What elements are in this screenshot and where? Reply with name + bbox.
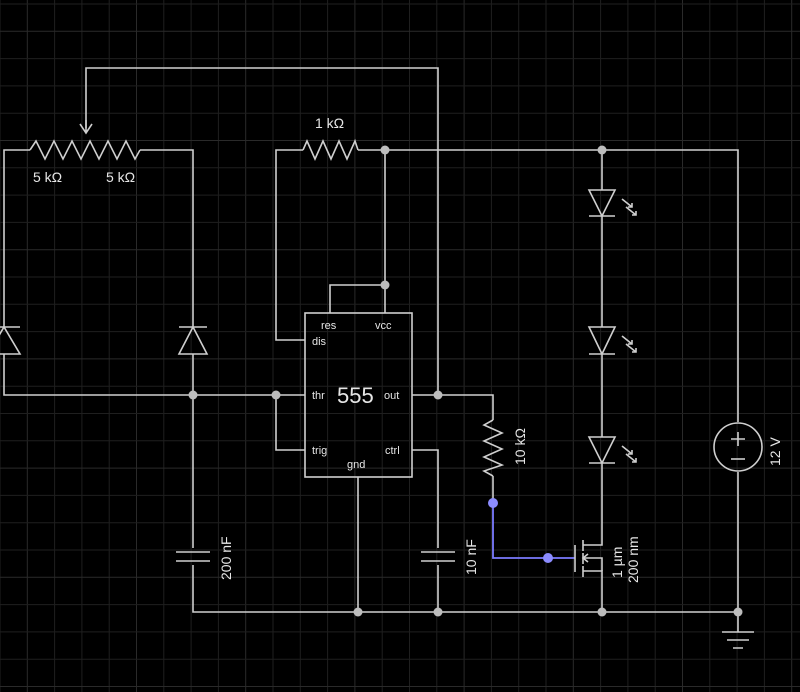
pot-right-label: 5 kΩ <box>106 169 135 185</box>
wire-vcc-top[interactable] <box>358 149 739 422</box>
voltage-source-label: 12 V <box>767 437 783 466</box>
node-vcc[interactable] <box>380 145 390 155</box>
led-3[interactable] <box>587 436 637 465</box>
wire-out[interactable] <box>412 394 494 420</box>
ic-name: 555 <box>337 383 374 408</box>
node-thr[interactable] <box>271 390 281 400</box>
capacitor-200nf[interactable] <box>176 551 210 562</box>
node-gnd-555[interactable] <box>353 607 363 617</box>
capacitor-10nf-label: 10 nF <box>463 539 479 575</box>
wire-ground-bus[interactable] <box>192 565 738 613</box>
capacitor-10nf[interactable] <box>421 551 455 562</box>
resistor-1k[interactable] <box>302 138 359 161</box>
resistor-1k-label: 1 kΩ <box>315 115 344 131</box>
led-2[interactable] <box>587 326 637 356</box>
wire-dis[interactable] <box>275 149 305 341</box>
pin-gnd: gnd <box>347 459 365 471</box>
timer-555-ic[interactable] <box>304 312 413 478</box>
node-out[interactable] <box>433 390 443 400</box>
wire-pot-left[interactable] <box>3 149 30 327</box>
node-gnd-ctrl[interactable] <box>433 607 443 617</box>
plus-icon <box>731 432 745 446</box>
pin-out: out <box>384 390 399 402</box>
pin-thr: thr <box>312 390 325 402</box>
wire-trig[interactable] <box>275 395 305 451</box>
wire-pot-right[interactable] <box>140 149 194 327</box>
wire-gate-selected[interactable] <box>492 503 575 559</box>
node-selected-res[interactable] <box>488 498 498 508</box>
wires <box>3 67 739 632</box>
junction-nodes <box>188 145 743 617</box>
led-3-emission-icon <box>621 445 637 463</box>
resistor-10k-label: 10 kΩ <box>512 428 528 465</box>
wire-left-diode-bottom[interactable] <box>3 354 193 396</box>
led-1-emission-icon <box>621 198 637 216</box>
mosfet[interactable] <box>574 538 603 577</box>
pot-wiper-arrow-icon <box>79 120 93 135</box>
diode-right[interactable] <box>177 325 209 355</box>
wire-pot-wiper-loop[interactable] <box>85 67 439 395</box>
pin-res: res <box>321 320 337 332</box>
capacitor-200nf-label: 200 nF <box>218 536 234 580</box>
pin-vcc: vcc <box>375 320 392 332</box>
node-led-top[interactable] <box>597 145 607 155</box>
node-selected-gate[interactable] <box>543 553 553 563</box>
mosfet-width-label: 1 µm <box>609 547 625 578</box>
node-gnd-fet[interactable] <box>597 607 607 617</box>
mosfet-length-label: 200 nm <box>625 536 641 583</box>
led-2-emission-icon <box>621 335 637 353</box>
potentiometer[interactable] <box>29 120 141 161</box>
node-diode[interactable] <box>188 390 198 400</box>
pin-dis: dis <box>312 336 327 348</box>
wire-ctrl[interactable] <box>412 449 439 548</box>
voltage-source[interactable] <box>713 422 763 472</box>
resistor-10k[interactable] <box>482 419 505 477</box>
pot-left-label: 5 kΩ <box>33 169 62 185</box>
pin-ctrl: ctrl <box>385 445 400 457</box>
ground-icon[interactable] <box>722 631 754 649</box>
node-gnd-src[interactable] <box>733 607 743 617</box>
node-res-vcc[interactable] <box>380 280 390 290</box>
wire-vcc-to-res[interactable] <box>329 150 386 313</box>
diode-left[interactable] <box>0 325 22 355</box>
led-1[interactable] <box>587 189 637 218</box>
pin-trig: trig <box>312 445 327 457</box>
